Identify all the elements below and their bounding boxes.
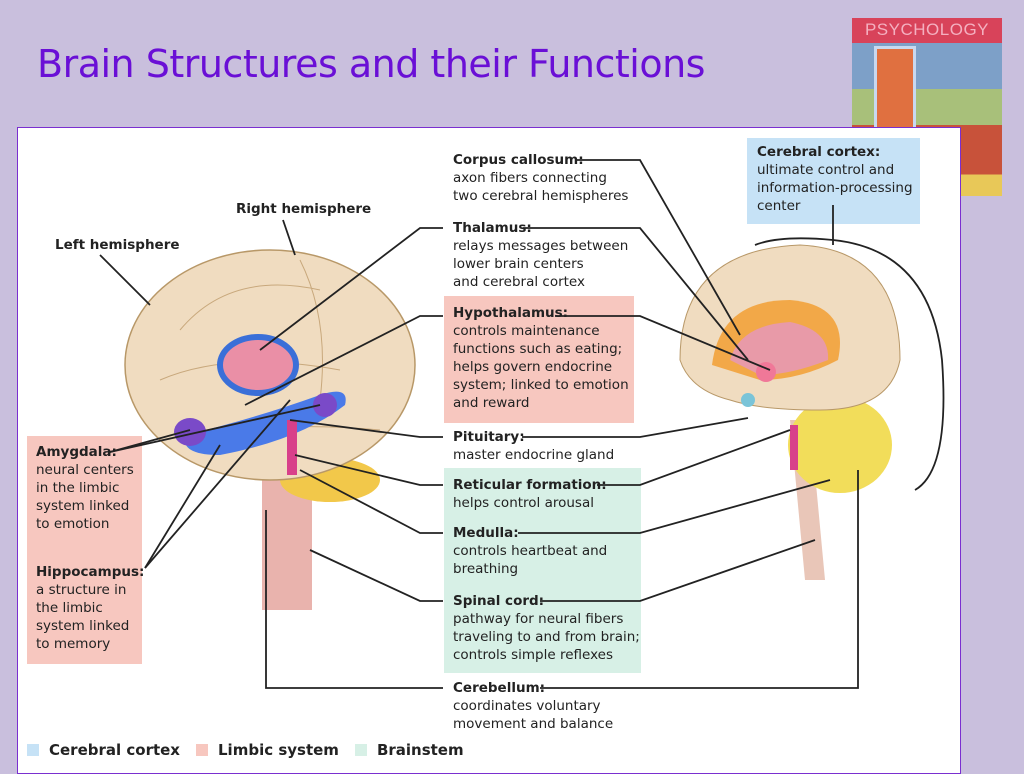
left-hemisphere-label: Left hemisphere xyxy=(55,237,180,253)
label-desc: controls heartbeat and xyxy=(453,543,608,559)
limbic-left-box xyxy=(27,436,142,664)
legend: Cerebral cortex Limbic system Brainstem xyxy=(27,741,480,759)
label-desc: pathway for neural fibers xyxy=(453,611,624,627)
pituitary-label: Pituitary: master endocrine gland xyxy=(453,428,614,464)
label-desc: controls maintenance xyxy=(453,323,600,339)
hippocampus-label: Hippocampus: a structure in the limbic s… xyxy=(36,563,144,653)
label-desc: the limbic xyxy=(36,600,103,616)
label-desc: traveling to and from brain; xyxy=(453,629,640,645)
hypothalamus-box xyxy=(444,296,634,423)
label-name: Hippocampus: xyxy=(36,564,145,580)
label-desc: and cerebral cortex xyxy=(453,274,585,290)
label-name: Cerebral cortex: xyxy=(757,144,881,160)
label-desc: to memory xyxy=(36,636,111,652)
label-desc: movement and balance xyxy=(453,716,614,732)
label-name: Amygdala: xyxy=(36,444,117,460)
label-desc: ultimate control and xyxy=(757,162,895,178)
label-desc: in the limbic xyxy=(36,480,120,496)
legend-label: Cerebral cortex xyxy=(49,741,180,759)
label-desc: center xyxy=(757,198,801,214)
label-name: Hypothalamus: xyxy=(453,305,569,321)
label-desc: to emotion xyxy=(36,516,110,532)
cerebellum-label: Cerebellum: coordinates voluntary moveme… xyxy=(453,679,613,733)
legend-swatch-cortex xyxy=(27,744,39,756)
legend-swatch-brainstem xyxy=(354,744,367,756)
legend-label: Brainstem xyxy=(376,741,464,759)
label-desc: and reward xyxy=(453,395,530,411)
leader-lines xyxy=(99,159,945,689)
book-cover-title: PSYCHOLOGY xyxy=(864,20,990,39)
label-desc: master endocrine gland xyxy=(453,447,615,463)
left-amygdala xyxy=(174,418,206,446)
book-cover-window xyxy=(874,46,916,132)
label-desc: helps control arousal xyxy=(453,495,594,511)
label-name: Spinal cord: xyxy=(453,593,545,609)
label-desc: coordinates voluntary xyxy=(453,698,601,714)
label-desc: a structure in xyxy=(36,582,127,598)
right-corpus-callosum xyxy=(730,322,829,375)
slide-title: Brain Structures and their Functions xyxy=(37,42,705,86)
right-cerebellum xyxy=(788,397,892,493)
right-hemisphere-label: Right hemisphere xyxy=(236,201,372,217)
label-name: Thalamus: xyxy=(453,220,532,236)
hypothalamus-label: Hypothalamus: controls maintenance funct… xyxy=(453,304,629,412)
amygdala-label: Amygdala: neural centers in the limbic s… xyxy=(36,443,134,533)
label-desc: information-processing xyxy=(757,180,913,196)
label-desc: system; linked to emotion xyxy=(453,377,629,393)
reticular-formation-label: Reticular formation: helps control arous… xyxy=(453,476,607,512)
cerebral-cortex-label: Cerebral cortex: ultimate control and in… xyxy=(757,143,913,215)
label-desc: functions such as eating; xyxy=(453,341,623,357)
right-pituitary xyxy=(741,393,755,407)
label-name: Cerebellum: xyxy=(453,680,546,696)
label-name: Medulla: xyxy=(453,525,519,541)
legend-swatch-limbic xyxy=(196,744,208,756)
label-desc: relays messages between xyxy=(453,238,629,254)
label-desc: helps govern endocrine xyxy=(453,359,613,375)
label-name: Pituitary: xyxy=(453,429,525,445)
corpus-callosum-label: Corpus callosum: axon fibers connecting … xyxy=(453,151,628,205)
right-brain-drawing xyxy=(679,244,901,580)
left-thalamus xyxy=(217,334,299,396)
medulla-label: Medulla: controls heartbeat and breathin… xyxy=(453,524,607,578)
legend-label: Limbic system xyxy=(218,741,339,759)
right-reticular xyxy=(790,425,798,470)
label-desc: axon fibers connecting xyxy=(453,170,607,186)
label-desc: neural centers xyxy=(36,462,134,478)
label-name: Corpus callosum: xyxy=(453,152,584,168)
brainstem-box xyxy=(444,468,641,673)
label-desc: system linked xyxy=(36,498,130,514)
left-reticular xyxy=(287,420,297,475)
label-desc: breathing xyxy=(453,561,519,577)
label-name: Reticular formation: xyxy=(453,477,607,493)
label-desc: two cerebral hemispheres xyxy=(453,188,629,204)
spinal-cord-label: Spinal cord: pathway for neural fibers t… xyxy=(453,592,640,664)
label-desc: system linked xyxy=(36,618,130,634)
label-desc: controls simple reflexes xyxy=(453,647,614,663)
thalamus-label: Thalamus: relays messages between lower … xyxy=(453,219,628,291)
label-desc: lower brain centers xyxy=(453,256,584,272)
